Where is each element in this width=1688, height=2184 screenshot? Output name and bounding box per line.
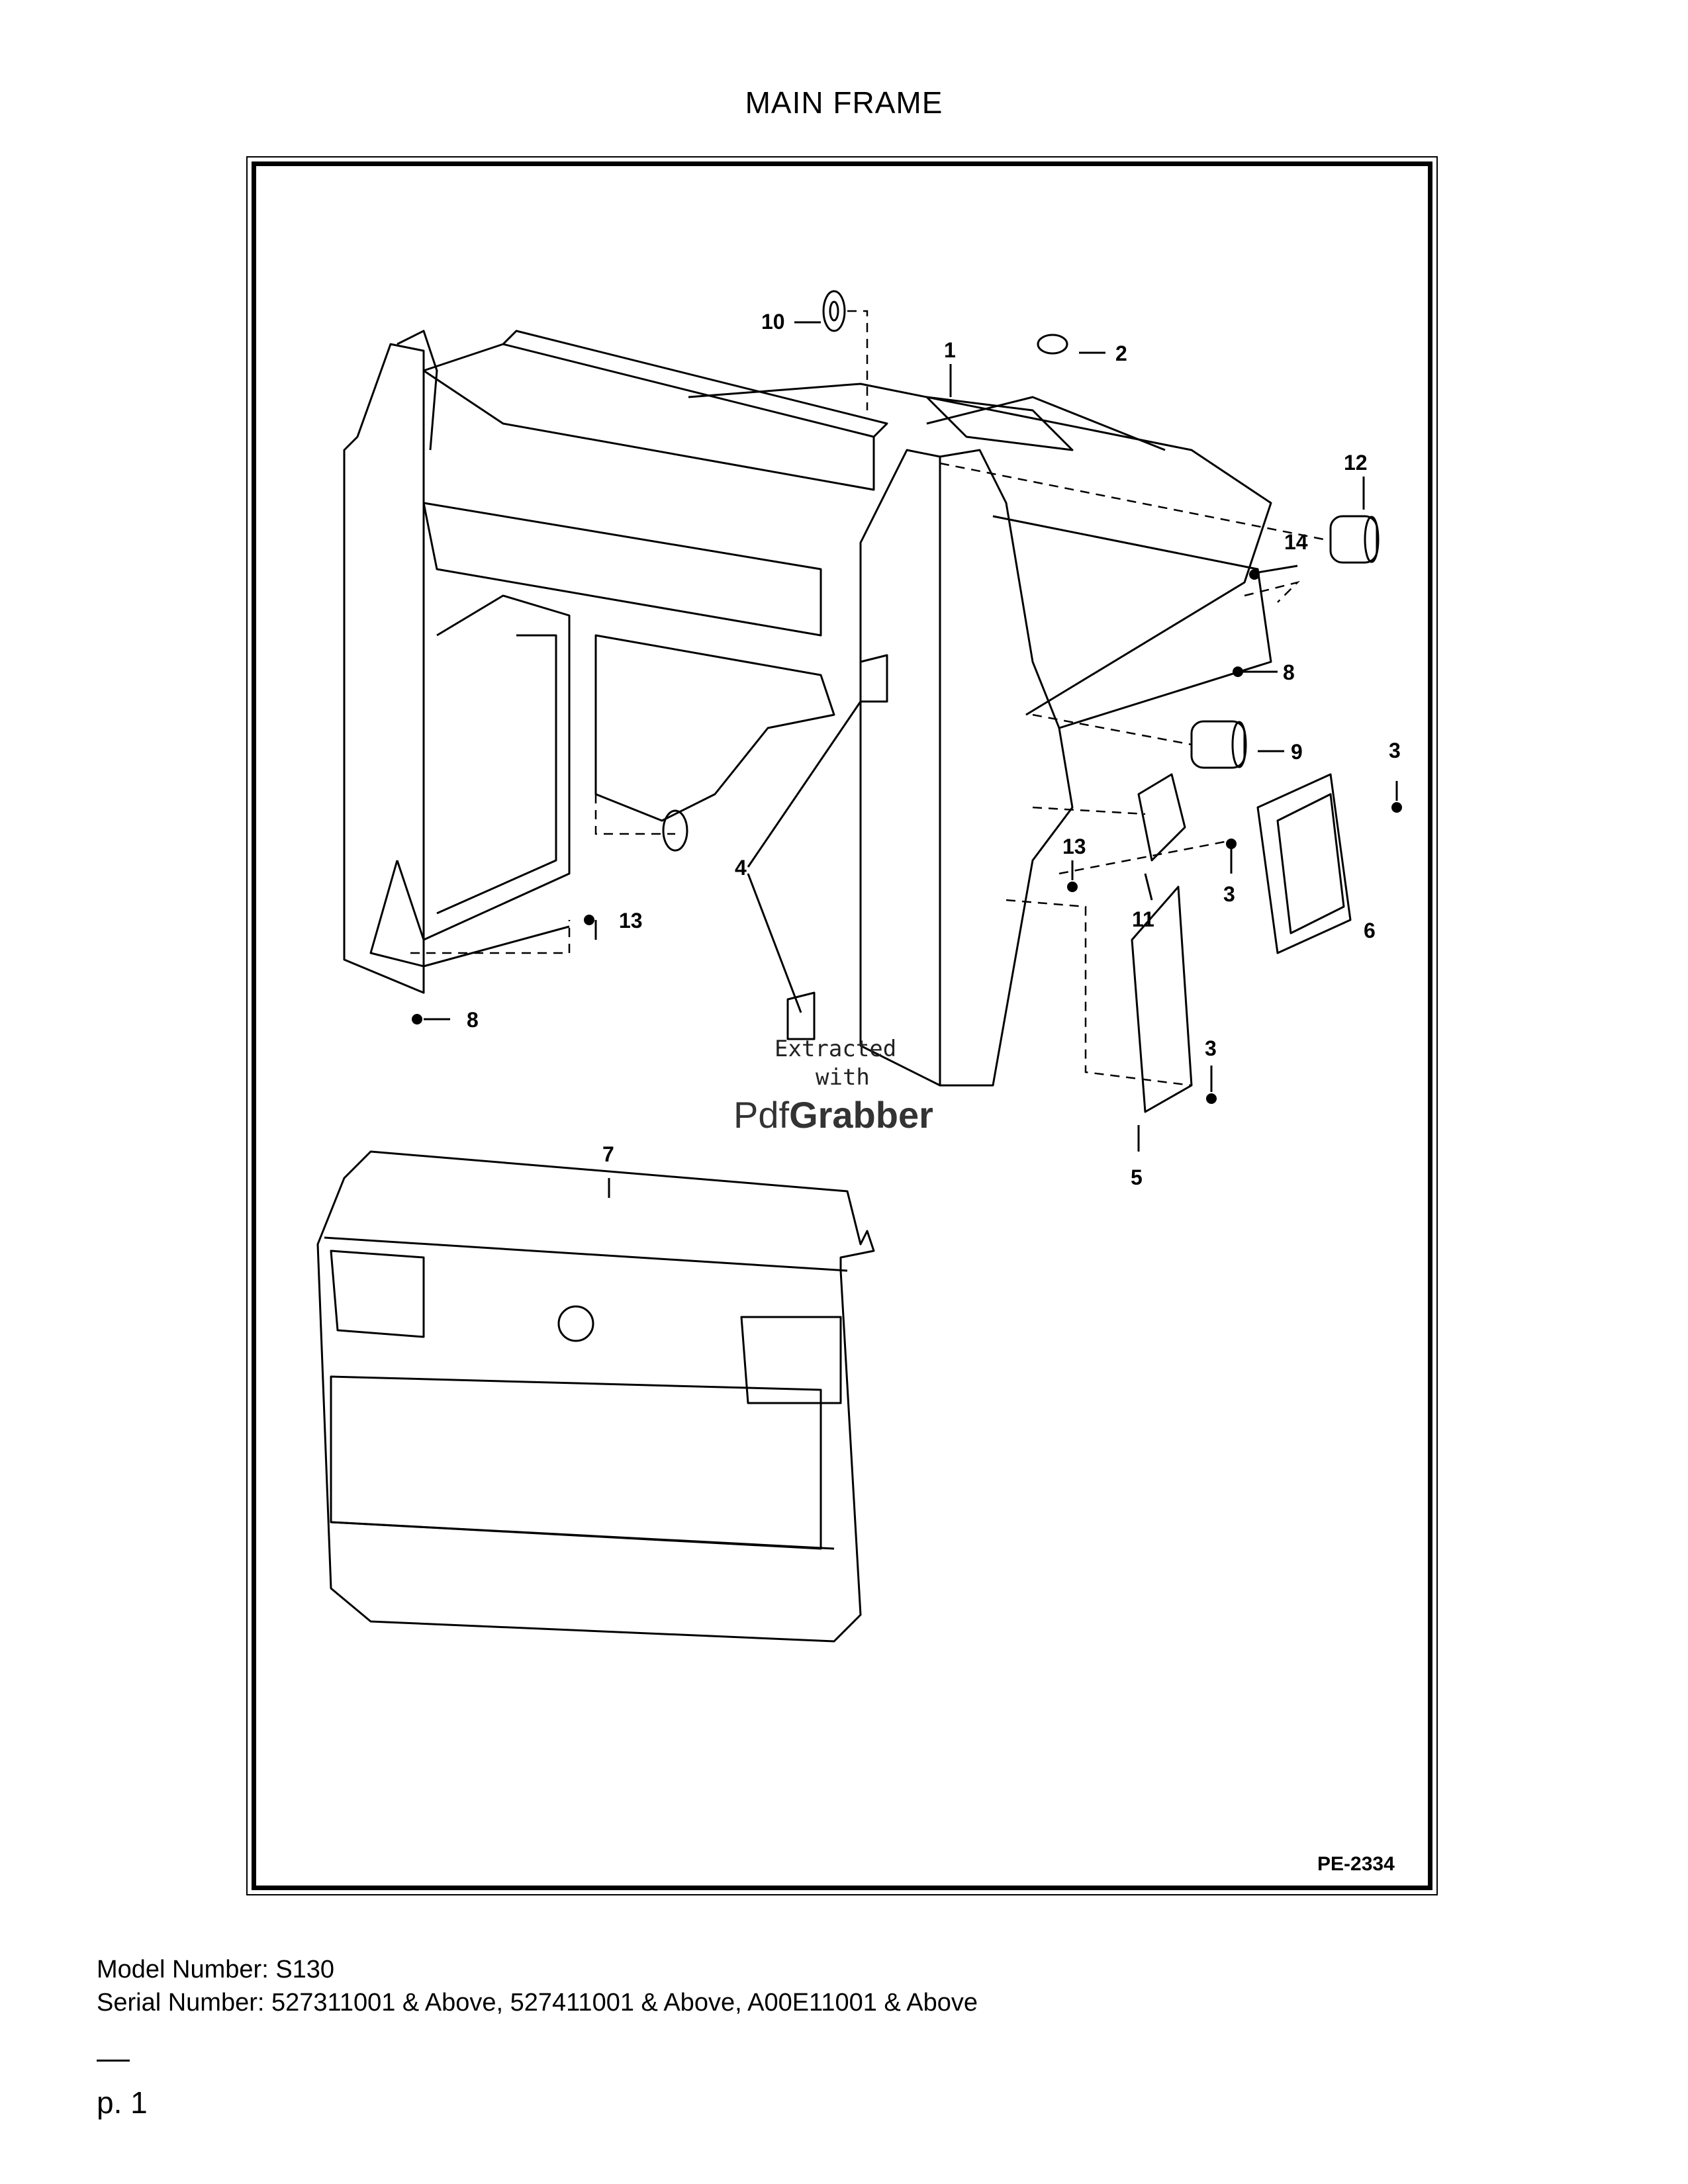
- part-12-bushing: [1329, 515, 1378, 564]
- diagram-frame-inner: [252, 161, 1432, 1890]
- diagram-frame: [246, 156, 1438, 1895]
- fastener-3b: [1226, 839, 1237, 849]
- footer-rule: [97, 2060, 130, 2062]
- watermark-extracted: Extracted: [774, 1036, 897, 1062]
- callout-3-mid: 3: [1223, 882, 1235, 906]
- part-7-rear-door: [316, 1150, 875, 1643]
- fastener-8a: [1233, 666, 1243, 677]
- callout-13-right: 13: [1062, 835, 1086, 858]
- callout-9: 9: [1291, 740, 1303, 764]
- part-4-bracket-upper: [859, 654, 888, 703]
- lower-grommet: [662, 809, 688, 852]
- callout-10: 10: [761, 310, 785, 334]
- callout-2: 2: [1115, 341, 1127, 365]
- fastener-8b: [412, 1014, 422, 1024]
- fastener-3c: [1206, 1093, 1217, 1104]
- part-1-plate: [925, 396, 1074, 451]
- serial-number: Serial Number: 527311001 & Above, 527411…: [97, 1989, 978, 2017]
- top-crossmember: [422, 343, 875, 491]
- callout-11: 11: [1132, 907, 1154, 931]
- watermark-brand-grabber: Grabber: [789, 1094, 933, 1136]
- callout-14: 14: [1284, 530, 1308, 554]
- callout-3-bottom: 3: [1205, 1036, 1217, 1060]
- callout-4: 4: [735, 856, 747, 880]
- callout-13-left: 13: [619, 909, 643, 933]
- callout-8-lower: 8: [467, 1008, 479, 1032]
- part-9-bushing: [1190, 720, 1246, 769]
- page-number: p. 1: [97, 2085, 148, 2120]
- fastener-13a: [1067, 882, 1078, 892]
- callout-12: 12: [1344, 451, 1368, 475]
- watermark-with: with: [816, 1064, 870, 1091]
- fastener-3a: [1391, 802, 1402, 813]
- model-number: Model Number: S130: [97, 1956, 335, 1983]
- callout-8-upper: 8: [1283, 660, 1295, 684]
- callout-1: 1: [944, 338, 956, 362]
- part-10-grommet: [822, 290, 846, 332]
- callout-6: 6: [1364, 919, 1376, 942]
- left-upright: [343, 343, 425, 994]
- figure-code: PE-2334: [1317, 1853, 1395, 1875]
- page-title: MAIN FRAME: [745, 85, 943, 120]
- part-11-plate: [1137, 773, 1186, 862]
- callout-5: 5: [1131, 1165, 1143, 1189]
- callout-3-top: 3: [1389, 739, 1401, 762]
- fastener-13b: [584, 915, 594, 925]
- part-2-nut: [1037, 334, 1068, 355]
- callout-7: 7: [602, 1142, 614, 1166]
- right-upright: [859, 449, 941, 1087]
- mid-crossbeam: [422, 502, 822, 637]
- watermark-brand-pdf: Pdf: [733, 1094, 790, 1136]
- fastener-14: [1249, 569, 1260, 580]
- part-6-panel: [1256, 773, 1352, 954]
- part-4-bracket-lower: [786, 991, 816, 1040]
- watermark-brand: PdfGrabber: [733, 1093, 933, 1136]
